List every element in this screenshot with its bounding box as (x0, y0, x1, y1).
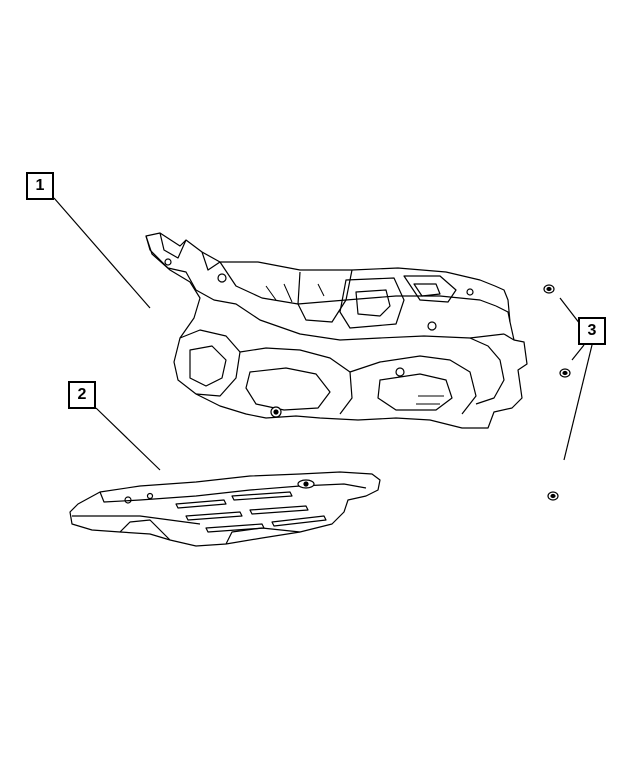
nut-3c[interactable] (547, 491, 559, 501)
leader-line-3b (571, 344, 585, 361)
leader-line-3c (563, 344, 593, 461)
nut-3b[interactable] (559, 368, 571, 378)
leader-line-1 (53, 197, 151, 309)
callout-3[interactable]: 3 (578, 317, 606, 345)
leader-line-3a (559, 297, 581, 325)
leader-line-2 (95, 407, 161, 471)
heat-shield-1[interactable] (145, 232, 528, 429)
heat-shield-2[interactable] (69, 471, 381, 547)
callout-2[interactable]: 2 (68, 381, 96, 409)
callout-1[interactable]: 1 (26, 172, 54, 200)
nut-3a[interactable] (543, 284, 555, 294)
